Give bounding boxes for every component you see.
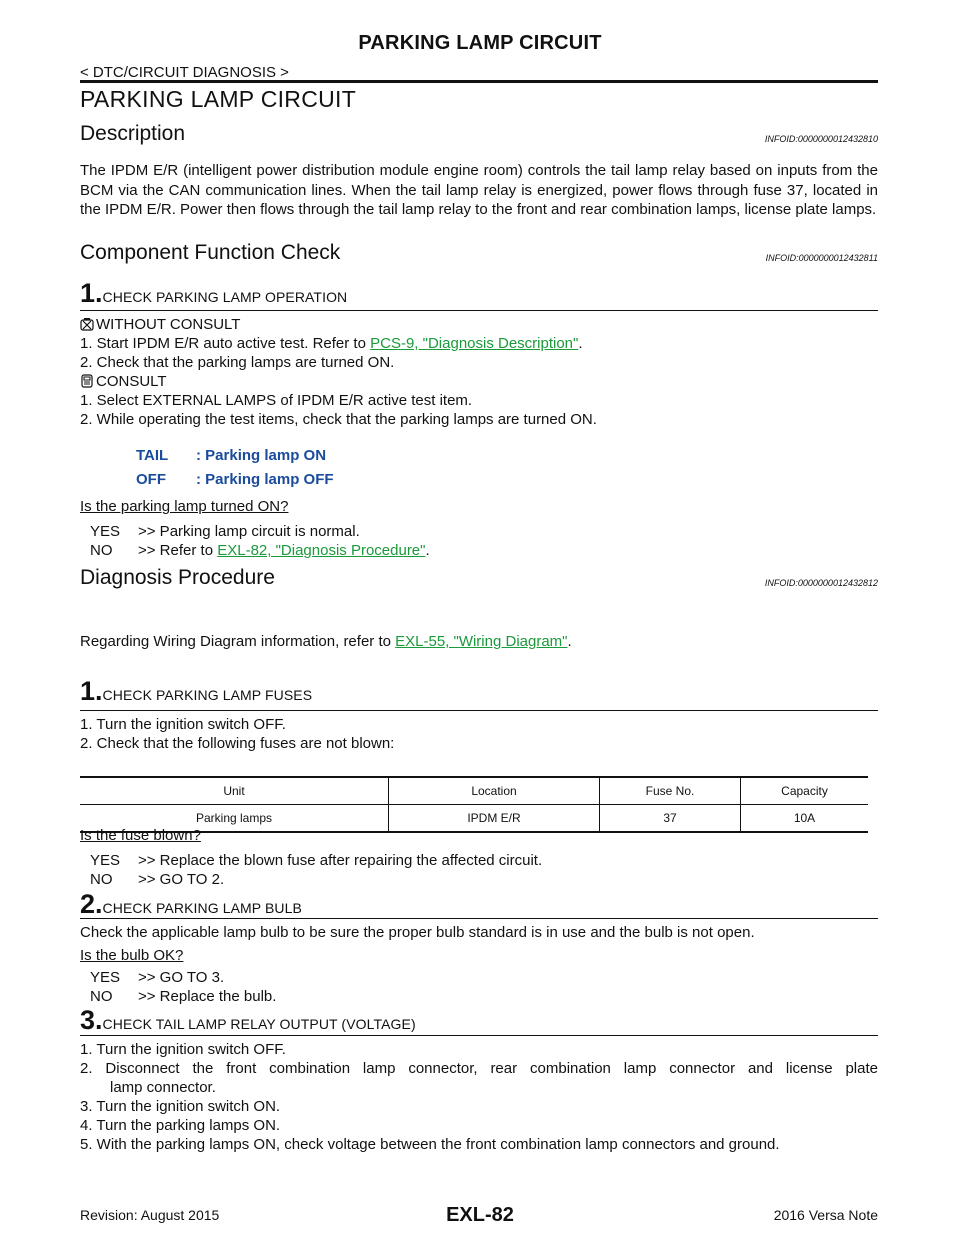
breadcrumb: < DTC/CIRCUIT DIAGNOSIS > [80,64,289,81]
diagnosis-heading: Diagnosis Procedure [80,566,275,589]
step-number: 1. [80,676,103,706]
step-rule [80,710,878,711]
s1-line-2: 2. Check that the following fuses are no… [80,735,395,752]
yes-key: YES [90,523,121,540]
wiring-end: . [567,633,572,650]
table-row: Parking lamps IPDM E/R 37 10A [80,804,868,833]
diag-step-1-header: 1.CHECK PARKING LAMP FUSES [80,676,312,707]
diagnosis-infoid: INFOID:0000000012432812 [764,578,878,588]
yes-value: >> Parking lamp circuit is normal. [138,523,360,540]
wc-step-2: 2. Check that the parking lamps are turn… [80,354,395,371]
s3-line-3: 3. Turn the ignition switch ON. [80,1098,281,1115]
cell-unit: Parking lamps [80,804,389,833]
wc-step-1-end: . [578,335,583,352]
description-heading: Description [80,122,186,145]
consult-text: CONSULT [96,373,167,390]
header-rule [80,80,878,83]
question-lamp-on: Is the parking lamp turned ON? [80,498,289,515]
fuse-table: Unit Location Fuse No. Capacity Parking … [80,776,868,833]
footer-model: 2016 Versa Note [773,1207,878,1223]
s2-answer-no: NO >> Replace the bulb. [90,987,276,1006]
description-text: The IPDM E/R (intelligent power distribu… [80,162,878,218]
wiring-text: Regarding Wiring Diagram information, re… [80,633,396,650]
spec-tail-key: TAIL [136,447,169,464]
no-key: NO [90,871,113,888]
step-number: 2. [80,889,103,919]
footer-revision: Revision: August 2015 [80,1207,220,1223]
consult-label: CONSULT [80,372,167,391]
step-rule [80,310,878,311]
yes-key: YES [90,852,121,869]
no-key: NO [90,542,113,559]
yes-value: >> Replace the blown fuse after repairin… [138,852,543,869]
step-title: CHECK PARKING LAMP BULB [102,900,302,916]
consult-icon [80,374,94,388]
without-consult-text: WITHOUT CONSULT [96,316,241,333]
header-location: Location [388,776,600,805]
description-infoid: INFOID:0000000012432810 [764,134,878,144]
spec-off-key: OFF [136,471,166,488]
c-step-1: 1. Select EXTERNAL LAMPS of IPDM E/R act… [80,392,473,409]
cell-fuse-no: 37 [599,804,741,833]
answer-yes: YES >> Parking lamp circuit is normal. [90,522,360,541]
component-check-infoid: INFOID:0000000012432811 [765,253,878,263]
no-value: >> Refer to [138,542,218,559]
no-end: . [425,542,430,559]
spec-off: OFF : Parking lamp OFF [136,471,334,488]
question-fuse-blown: Is the fuse blown? [80,827,201,844]
without-consult-label: WITHOUT CONSULT [80,315,240,334]
step-number: 3. [80,1005,103,1035]
s1-answer-no: NO >> GO TO 2. [90,870,224,889]
footer-page-number: EXL-82 [446,1204,514,1226]
pcs-9-link[interactable]: PCS-9, "Diagnosis Description" [370,335,579,352]
answer-no: NO >> Refer to EXL-82, "Diagnosis Procedu… [90,541,430,560]
header-unit: Unit [80,776,389,805]
c-step-2: 2. While operating the test items, check… [80,411,597,428]
wiring-reference: Regarding Wiring Diagram information, re… [80,632,572,651]
yes-key: YES [90,969,121,986]
header-fuse-no: Fuse No. [599,776,741,805]
s3-line-2-cont: lamp connector. [110,1079,216,1096]
no-value: >> Replace the bulb. [138,988,277,1005]
step-1-header: 1.CHECK PARKING LAMP OPERATION [80,278,347,309]
step-rule [80,918,878,919]
wc-step-1-text: 1. Start IPDM E/R auto active test. Refe… [80,335,371,352]
cell-location: IPDM E/R [388,804,600,833]
step-title: CHECK PARKING LAMP FUSES [102,687,313,703]
diag-step-2-header: 2.CHECK PARKING LAMP BULB [80,889,302,920]
step-number: 1. [80,278,103,308]
no-value: >> GO TO 2. [138,871,225,888]
step-rule [80,1035,878,1036]
table-header-row: Unit Location Fuse No. Capacity [80,776,868,805]
spec-tail: TAIL : Parking lamp ON [136,447,326,464]
header-capacity: Capacity [740,776,868,805]
s3-line-2: 2. Disconnect the front combination lamp… [80,1060,878,1077]
step-title: CHECK TAIL LAMP RELAY OUTPUT (VOLTAGE) [102,1016,416,1032]
spec-off-value: : Parking lamp OFF [196,471,334,488]
page-title: PARKING LAMP CIRCUIT [80,86,357,112]
diag-step-3-header: 3.CHECK TAIL LAMP RELAY OUTPUT (VOLTAGE) [80,1005,416,1036]
s2-text: Check the applicable lamp bulb to be sur… [80,924,755,941]
without-consult-icon [80,317,94,331]
s3-line-5: 5. With the parking lamps ON, check volt… [80,1136,780,1153]
wc-step-1: 1. Start IPDM E/R auto active test. Refe… [80,334,583,353]
exl-55-link[interactable]: EXL-55, "Wiring Diagram" [395,633,568,650]
component-check-heading: Component Function Check [80,241,341,264]
running-header-title: PARKING LAMP CIRCUIT [358,32,602,54]
cell-capacity: 10A [740,804,868,833]
exl-82-link[interactable]: EXL-82, "Diagnosis Procedure" [217,542,426,559]
spec-tail-value: : Parking lamp ON [196,447,327,464]
s2-answer-yes: YES >> GO TO 3. [90,968,224,987]
s3-line-4: 4. Turn the parking lamps ON. [80,1117,281,1134]
no-key: NO [90,988,113,1005]
s3-line-1: 1. Turn the ignition switch OFF. [80,1041,286,1058]
yes-value: >> GO TO 3. [138,969,225,986]
s1-answer-yes: YES >> Replace the blown fuse after repai… [90,851,542,870]
s1-line-1: 1. Turn the ignition switch OFF. [80,716,286,733]
step-title: CHECK PARKING LAMP OPERATION [102,289,348,305]
question-bulb-ok: Is the bulb OK? [80,947,184,964]
